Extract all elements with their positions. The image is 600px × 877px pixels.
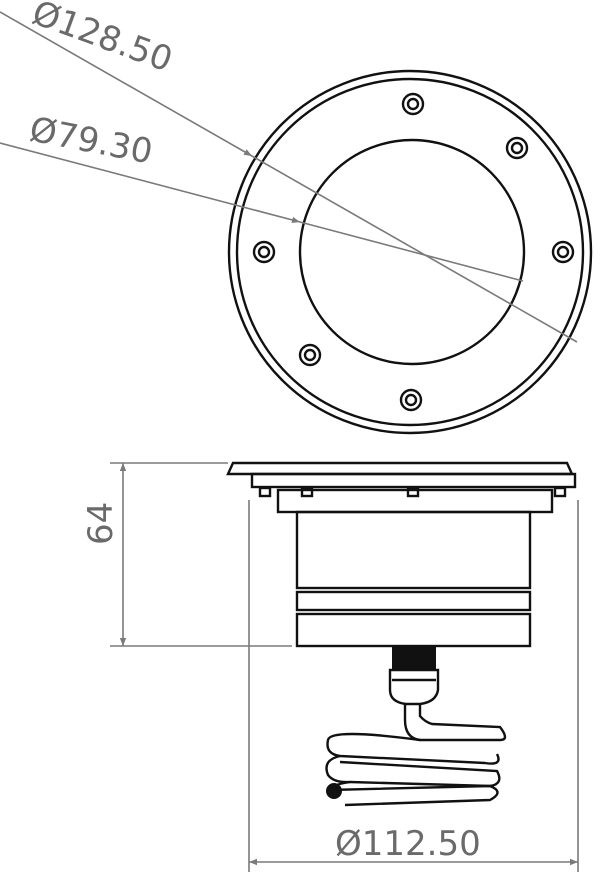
tab (300, 486, 314, 498)
body-diameter-label: Ø112.50 (335, 824, 481, 864)
flange-plate (250, 472, 577, 489)
bolt-hole (257, 245, 271, 259)
inner-diameter-label: Ø79.30 (26, 110, 155, 173)
cable-elbow (403, 704, 507, 742)
height-label: 64 (81, 502, 121, 545)
tab (553, 486, 567, 498)
bolt-hole (252, 240, 276, 264)
bolt-hole (303, 348, 317, 362)
cable-coil-1 (326, 732, 500, 765)
top-view (227, 69, 593, 435)
bolt-hole (510, 141, 524, 155)
outer-diameter-leader (0, 11, 253, 157)
bolt-hole (556, 245, 570, 259)
bolt-hole (404, 393, 418, 407)
cable-gland-nut (388, 668, 440, 706)
outer-diameter-leader-ext (251, 155, 578, 343)
bolt-hole (298, 343, 322, 367)
bolt-hole (399, 388, 423, 412)
mounting-ring (276, 488, 554, 514)
bolt-hole (401, 92, 425, 116)
cable-end (326, 783, 342, 799)
side-view (226, 461, 577, 807)
bolt-hole (406, 97, 420, 111)
bolt-hole (505, 136, 529, 160)
flange-top (226, 461, 574, 476)
flange-inner-edge (235, 77, 585, 427)
inner-diameter-leader-ext (299, 221, 524, 282)
tab (258, 486, 272, 498)
cable-coil-3 (328, 780, 499, 807)
housing-band (295, 590, 532, 612)
housing-body (295, 510, 532, 590)
housing-base (295, 612, 532, 648)
bolt-hole (551, 240, 575, 264)
inner-diameter-leader (0, 142, 301, 224)
cable-coil-2 (325, 754, 501, 788)
outer-flange-circle (227, 69, 593, 435)
cable-gland-thread (392, 646, 436, 670)
tab (406, 486, 420, 498)
lens-circle (298, 138, 526, 366)
bolt-holes (252, 92, 575, 412)
